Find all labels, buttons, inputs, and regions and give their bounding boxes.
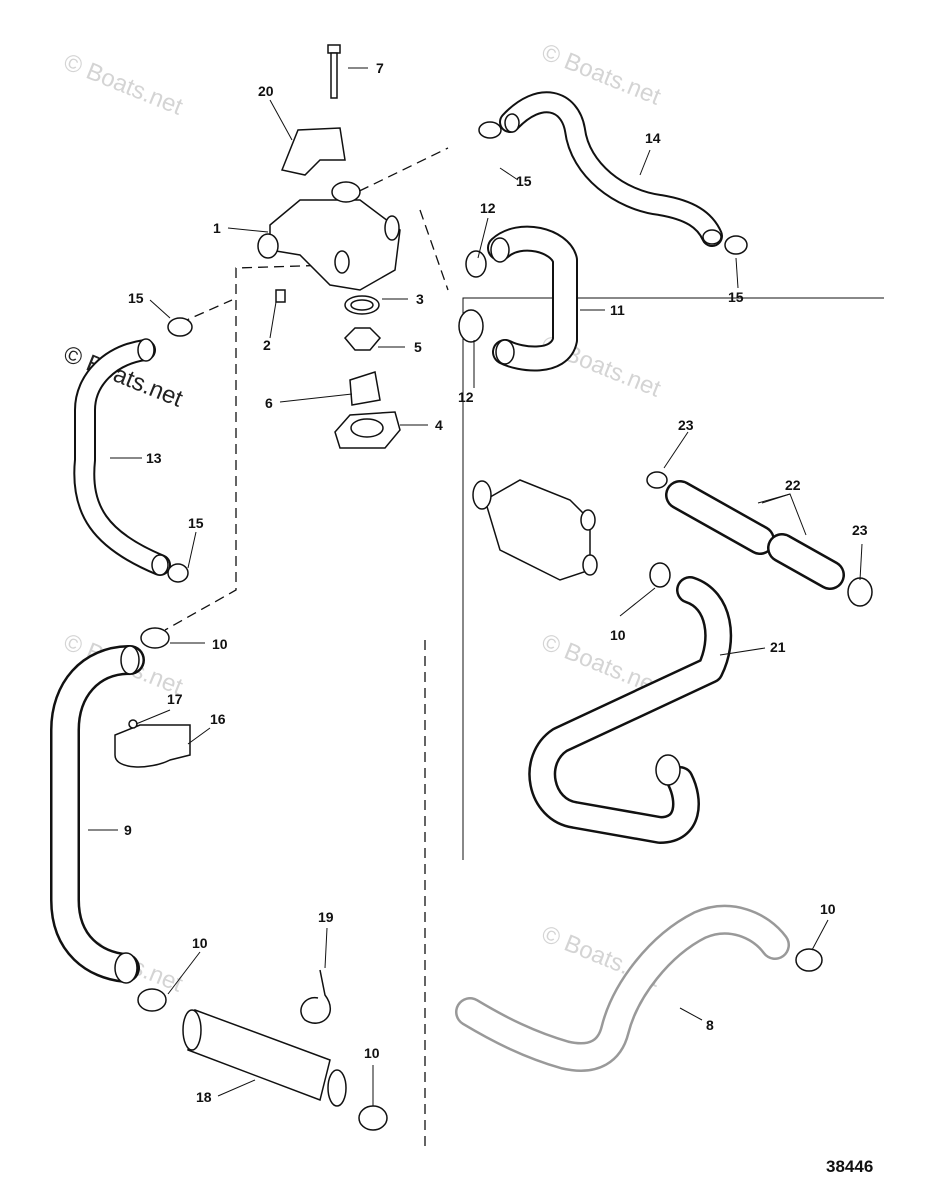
hose-8 [455,904,790,1072]
clip-part [300,969,332,1024]
callout-22: 22 [785,477,801,493]
callout-23: 23 [852,522,868,538]
callout-5: 5 [414,339,422,355]
callout-15: 15 [728,289,744,305]
callout-10: 10 [212,636,228,652]
callout-labels: 7 20 1 15 14 12 15 3 15 2 5 11 12 6 4 13… [124,60,868,1105]
stacked-small-parts [275,289,401,449]
callout-19: 19 [318,909,334,925]
callout-16: 16 [210,711,226,727]
callout-20: 20 [258,83,274,99]
callout-10: 10 [364,1045,380,1061]
hose-13 [73,338,171,576]
callout-21: 21 [770,639,786,655]
bolt-part [327,44,341,99]
callout-11: 11 [610,302,625,318]
callout-15: 15 [128,290,144,306]
bracket-part [280,127,346,176]
thermostat-housing-part [257,181,401,291]
callout-4: 4 [435,417,443,433]
callout-10: 10 [610,627,626,643]
callout-12: 12 [458,389,474,405]
callout-18: 18 [196,1089,212,1105]
callout-2: 2 [263,337,271,353]
callout-12: 12 [480,200,496,216]
callout-3: 3 [416,291,424,307]
callout-10: 10 [820,901,836,917]
clamps [137,121,873,1131]
leader-lines [88,67,863,1106]
callout-15: 15 [516,173,532,189]
svg-text:© Boats.net: © Boats.net [60,49,187,121]
inset-frame [462,297,884,860]
callout-1: 1 [213,220,221,236]
assembly-lines [164,147,449,1148]
cooler-part [182,1008,347,1107]
callout-23: 23 [678,417,694,433]
callout-15: 15 [188,515,204,531]
fitting-part [472,479,598,581]
hose-11 [487,225,578,372]
callout-14: 14 [645,130,661,146]
callout-8: 8 [706,1017,714,1033]
callout-7: 7 [376,60,384,76]
callout-9: 9 [124,822,132,838]
hose-9 [50,645,145,984]
callout-13: 13 [146,450,162,466]
callout-17: 17 [167,691,183,707]
hose-21 [528,576,733,844]
callout-10: 10 [192,935,208,951]
callout-6: 6 [265,395,273,411]
hose-22 [665,480,845,590]
drawing-number: 38446 [826,1157,873,1176]
bracket-16-part [114,719,191,768]
hose-14 [499,91,723,247]
